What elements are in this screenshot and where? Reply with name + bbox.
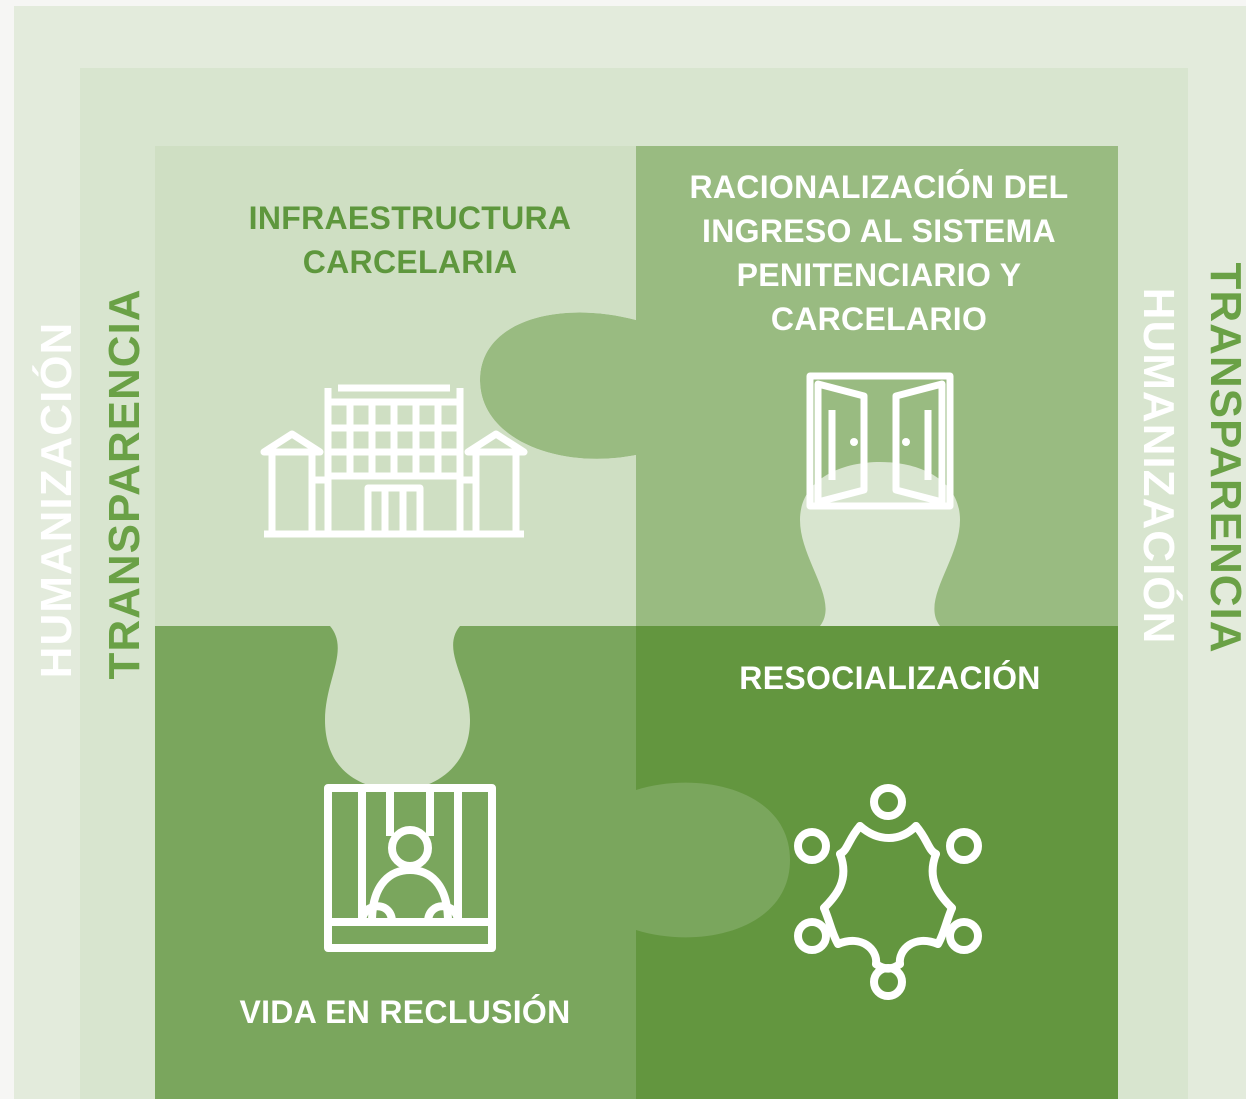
piece-title-infraestructura: INFRAESTRUCTURA CARCELARIA (248, 200, 572, 280)
community-circle-icon (794, 784, 982, 1000)
puzzle-piece-racionalizacion (480, 146, 1118, 626)
puzzle-piece-resocializacion (636, 626, 1118, 1099)
piece-title-resocializacion: RESOCIALIZACIÓN (739, 660, 1041, 696)
piece-title-vida-en-reclusion: VIDA EN RECLUSIÓN (239, 994, 571, 1030)
prisoner-behind-bars-icon (324, 784, 496, 952)
piece-title-racionalizacion: RACIONALIZACIÓN DEL INGRESO AL SISTEMA P… (689, 169, 1069, 337)
open-door-icon (806, 372, 954, 510)
puzzle-piece-vida-en-reclusion (155, 626, 790, 1099)
prison-building-icon (260, 384, 528, 538)
